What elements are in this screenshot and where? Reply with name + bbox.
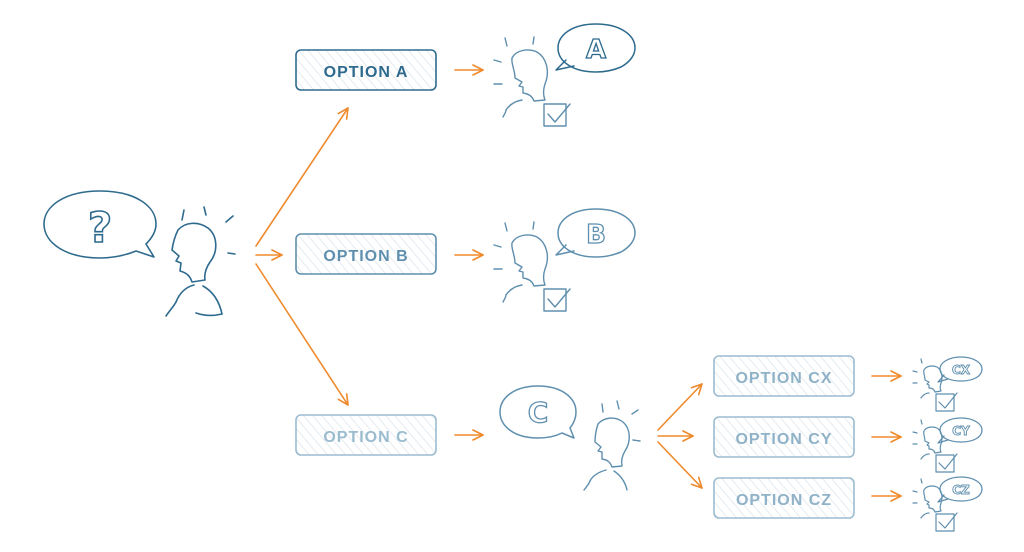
arrow-to-option-c xyxy=(255,263,349,406)
option-a-node: OPTION A xyxy=(295,49,437,91)
result-cy-bubble-text: CY xyxy=(952,424,970,438)
result-b-speech-bubble-icon xyxy=(555,208,636,258)
option-cz-label: OPTION CZ xyxy=(736,492,832,509)
option-c-label: OPTION C xyxy=(323,429,408,446)
result-cx-checkbox-check-icon xyxy=(935,392,958,412)
option-cx-node: OPTION CX xyxy=(713,355,855,397)
option-cx-label: OPTION CX xyxy=(735,370,832,387)
result-cz: CZ xyxy=(912,476,983,532)
result-a-speech-bubble-icon xyxy=(555,23,636,73)
result-cy-speech-bubble-icon xyxy=(937,417,983,444)
result-b-checkbox-check-icon xyxy=(543,288,571,312)
arrow-to-option-cz xyxy=(657,441,703,489)
root-person-icon xyxy=(165,206,236,317)
root-bubble-text: ? xyxy=(88,203,112,252)
c-arrows xyxy=(657,383,703,489)
result-b-person-icon xyxy=(493,221,549,303)
root-speech-bubble-icon xyxy=(43,190,157,259)
option-c-bubble-text: C xyxy=(528,396,549,429)
option-c-person-icon xyxy=(583,400,641,491)
option-b-box xyxy=(295,233,437,275)
option-cy-node: OPTION CY xyxy=(713,416,855,458)
option-a-label: OPTION A xyxy=(324,64,409,81)
result-cy-checkbox-check-icon xyxy=(935,453,958,473)
arrow-to-option-a xyxy=(255,107,349,247)
result-cx: CX xyxy=(912,356,983,412)
result-cx-person-icon xyxy=(912,358,943,399)
result-a: A xyxy=(493,23,636,127)
option-cy-box xyxy=(713,416,855,458)
result-cz-speech-bubble-icon xyxy=(937,476,983,503)
option-b-node: OPTION B xyxy=(295,233,437,275)
result-cz-checkbox-check-icon xyxy=(935,512,958,532)
option-cz-box xyxy=(713,477,855,519)
result-cz-bubble-text: CZ xyxy=(952,483,970,497)
result-b-bubble-text: B xyxy=(586,220,606,250)
result-a-bubble-text: A xyxy=(586,35,606,65)
result-cz-person-icon xyxy=(912,478,943,519)
option-cy-label: OPTION CY xyxy=(735,431,832,448)
option-cz-node: OPTION CZ xyxy=(713,477,855,519)
root-arrows xyxy=(255,107,349,406)
result-cy: CY xyxy=(912,417,983,473)
result-a-person-icon xyxy=(493,36,549,118)
result-cx-bubble-text: CX xyxy=(952,363,971,377)
option-c-speech-bubble-icon xyxy=(499,385,577,439)
result-a-checkbox-check-icon xyxy=(543,103,571,127)
option-b-label: OPTION B xyxy=(323,248,408,265)
option-a-box xyxy=(295,49,437,91)
result-cx-speech-bubble-icon xyxy=(937,356,983,383)
root-node: ? xyxy=(43,190,236,317)
option-c-thinker: C xyxy=(499,385,641,491)
option-c-box xyxy=(295,414,437,456)
option-c-node: OPTION C xyxy=(295,414,437,456)
result-cy-person-icon xyxy=(912,419,943,460)
result-b: B xyxy=(493,208,636,312)
option-cx-box xyxy=(713,355,855,397)
arrow-to-option-cx xyxy=(657,383,703,431)
